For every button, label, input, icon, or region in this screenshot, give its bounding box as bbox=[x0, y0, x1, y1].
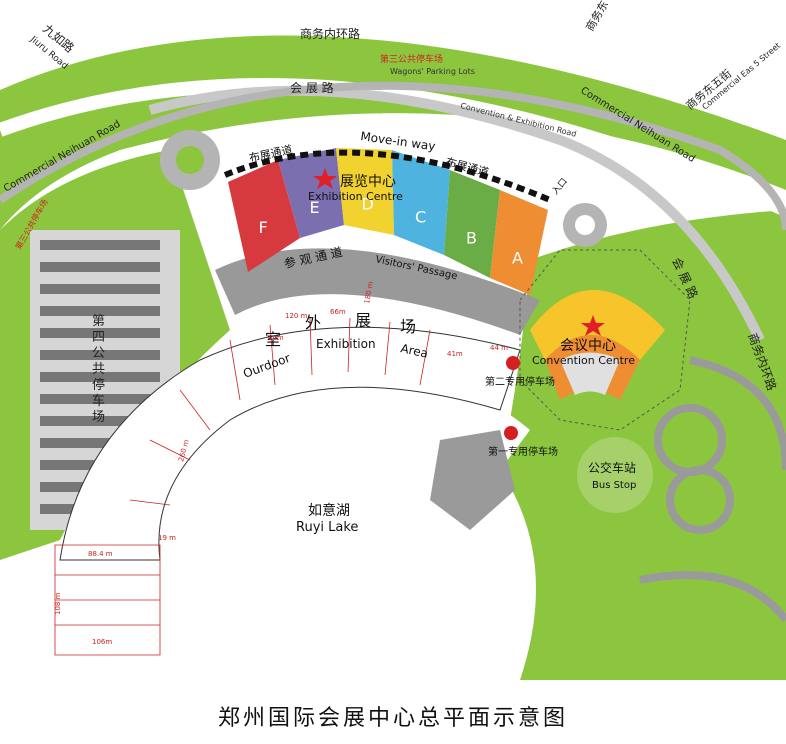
hall-label-c: C bbox=[415, 208, 426, 227]
interchange bbox=[639, 356, 786, 623]
hall-label-b: B bbox=[466, 228, 477, 247]
hall-label-f: F bbox=[259, 218, 268, 237]
hall-c bbox=[392, 150, 450, 255]
map-caption: 郑州国际会展中心总平面示意图 bbox=[217, 706, 568, 731]
bus-cn-label: 公交车站 bbox=[588, 460, 636, 475]
dim-108: 108 m bbox=[54, 592, 62, 615]
convention-star-icon bbox=[581, 315, 605, 336]
convention-cn-label: 会议中心 bbox=[560, 338, 616, 354]
hall-label-a: A bbox=[512, 248, 523, 267]
outdoor-stall-lines bbox=[129, 317, 431, 506]
south-dimension-box bbox=[54, 544, 161, 656]
third-parking-label: 第三公共停车场 bbox=[380, 53, 443, 65]
bus-en-label: Bus Stop bbox=[592, 480, 636, 491]
dim-106: 106m bbox=[92, 638, 112, 646]
outdoor-en-2: Exhibition bbox=[316, 337, 376, 351]
dim-44a: 44 m bbox=[490, 344, 508, 352]
hall-d bbox=[336, 148, 394, 235]
outdoor-en-3: Area bbox=[399, 341, 429, 360]
exhibition-halls: F E D C B A bbox=[228, 148, 548, 295]
first-special-label: 第一专用停车场 bbox=[488, 445, 558, 458]
dim-44b: 44m bbox=[268, 334, 284, 342]
bus-stop-area bbox=[577, 437, 653, 513]
first-special-parking-marker bbox=[504, 426, 518, 440]
hall-b bbox=[444, 170, 500, 278]
south-hex-building bbox=[430, 430, 515, 530]
visitors-passage bbox=[215, 248, 540, 335]
dim-41: 41m bbox=[447, 350, 463, 358]
fourth-parking-label: 第四公共停车场 bbox=[92, 314, 105, 425]
hall-label-e: E bbox=[310, 198, 320, 217]
inner-ring-road bbox=[0, 81, 786, 231]
hall-f bbox=[228, 160, 300, 272]
exhibition-cn-label: 展览中心 bbox=[340, 174, 396, 190]
third-parking-en: Wagons' Parking Lots bbox=[390, 67, 475, 76]
outdoor-cn-2: 外 bbox=[305, 313, 321, 332]
hall-label-d: D bbox=[362, 195, 374, 214]
hall-a bbox=[490, 190, 548, 295]
dim-66: 66m bbox=[330, 308, 346, 316]
dim-88: 88.4 m bbox=[88, 550, 113, 558]
dim-120: 120 m bbox=[285, 312, 308, 320]
lake-cn-label: 如意湖 bbox=[308, 502, 350, 519]
outdoor-exhibition-area bbox=[59, 326, 521, 561]
exhibition-en-label: Exhibition Centre bbox=[308, 190, 403, 203]
dim-180: 180 m bbox=[363, 281, 375, 305]
lake-en-label: Ruyi Lake bbox=[296, 520, 358, 535]
outdoor-cn-3: 展 bbox=[355, 311, 371, 330]
inner-ring-top-label: 商务内环路 bbox=[300, 26, 360, 41]
huizhan-top-label: 会 展 路 bbox=[290, 80, 334, 95]
second-special-label: 第二专用停车场 bbox=[485, 375, 555, 388]
second-special-parking-marker bbox=[506, 356, 520, 370]
convention-en-label: Convention Centre bbox=[532, 354, 635, 367]
outdoor-cn-4: 场 bbox=[400, 317, 416, 336]
exhibition-star-icon bbox=[313, 168, 337, 189]
east-green-field bbox=[500, 210, 786, 680]
hall-e bbox=[278, 148, 344, 238]
outdoor-cn-1: 室 bbox=[265, 330, 281, 349]
dim-19: 19 m bbox=[158, 534, 176, 542]
